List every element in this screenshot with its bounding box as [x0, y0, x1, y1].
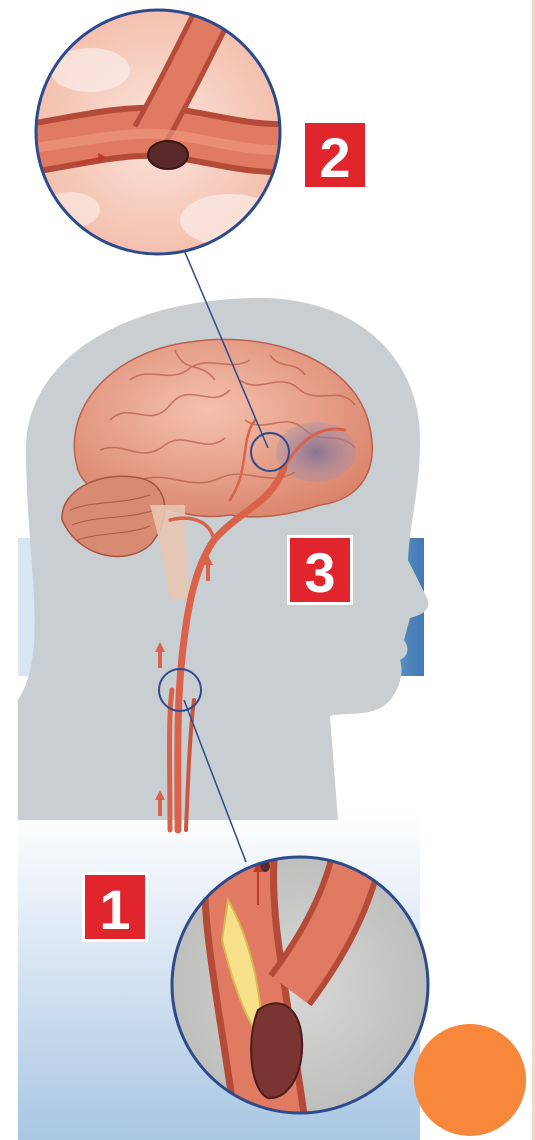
orange-dot: [414, 1024, 526, 1136]
zoom-circle-top: [20, 0, 290, 254]
step-1-label: 1: [82, 872, 148, 942]
clot-top: [148, 141, 188, 169]
step-2-label: 2: [302, 120, 368, 190]
step-3-label: 3: [287, 535, 353, 605]
